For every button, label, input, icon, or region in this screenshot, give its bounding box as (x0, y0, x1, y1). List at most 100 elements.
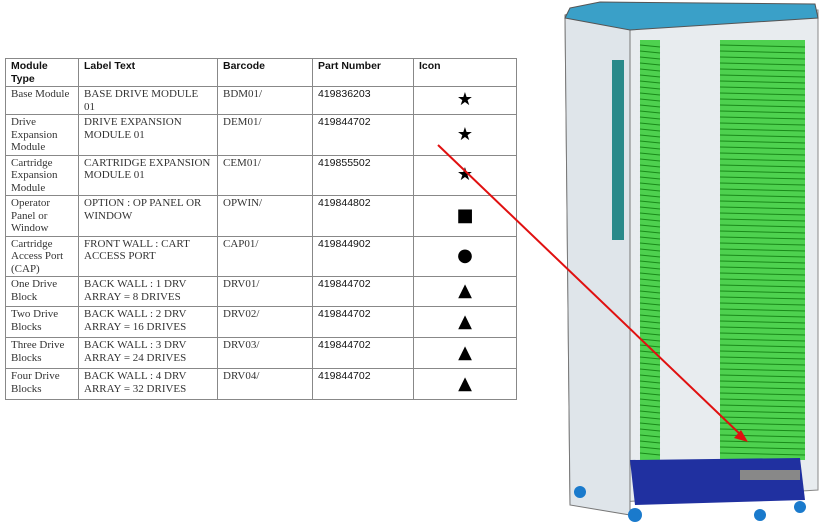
part-number-cell: 419844702 (312, 306, 414, 338)
drive-slot (639, 134, 661, 138)
drive-slot (719, 242, 806, 246)
drive-slot (639, 278, 661, 282)
label-text-cell: BACK WALL : 4 DRV ARRAY = 32 DRIVES (78, 368, 218, 400)
drive-slot (639, 428, 661, 432)
drive-slot (639, 320, 661, 324)
header-module-type: Module Type (5, 58, 79, 87)
header-label-text: Label Text (78, 58, 218, 87)
drive-slot (639, 356, 661, 360)
drive-slot (719, 56, 806, 60)
drive-slot (639, 146, 661, 150)
drive-slot (719, 380, 806, 384)
label-text-cell: DRIVE EXPANSION MODULE 01 (78, 114, 218, 156)
drive-slot (719, 422, 806, 426)
drive-slot (639, 224, 661, 228)
drive-slot (639, 56, 661, 60)
drive-slot (719, 116, 806, 120)
drive-slot (719, 260, 806, 264)
drive-slot (719, 290, 806, 294)
drive-slot (719, 218, 806, 222)
drive-slot (639, 98, 661, 102)
drive-slot (719, 278, 806, 282)
header-part-number: Part Number (312, 58, 414, 87)
module-type-cell: Drive Expansion Module (5, 114, 79, 156)
drive-slot (639, 74, 661, 78)
drive-slot (719, 410, 806, 414)
table-header-row: Module Type Label Text Barcode Part Numb… (5, 58, 517, 87)
drive-slot (719, 434, 806, 438)
module-type-cell: Three Drive Blocks (5, 337, 79, 369)
drive-slot (719, 440, 806, 444)
star-icon: ★ (413, 86, 517, 115)
drive-slot (719, 350, 806, 354)
drive-slot (719, 92, 806, 96)
drive-slot (639, 200, 661, 204)
drive-slot (719, 164, 806, 168)
square-icon: ■ (413, 195, 517, 237)
part-number-cell: 419844702 (312, 368, 414, 400)
drive-slot (639, 302, 661, 306)
part-number-cell: 419844702 (312, 114, 414, 156)
drive-slot (639, 308, 661, 312)
drive-slot (719, 176, 806, 180)
drive-slot (719, 170, 806, 174)
drive-slot (719, 158, 806, 162)
drive-slot (639, 170, 661, 174)
drive-slot (639, 440, 661, 444)
drive-slot (719, 110, 806, 114)
module-table: Module Type Label Text Barcode Part Numb… (5, 58, 517, 400)
drive-slot (719, 50, 806, 54)
drive-slot (639, 254, 661, 258)
pointer-arrow-line (437, 144, 743, 437)
barcode-cell: OPWIN/ (217, 195, 313, 237)
drive-slot (639, 92, 661, 96)
drive-slot (719, 200, 806, 204)
drive-slot (639, 404, 661, 408)
drive-slot (639, 434, 661, 438)
drive-slot (719, 248, 806, 252)
label-text-cell: BACK WALL : 3 DRV ARRAY = 24 DRIVES (78, 337, 218, 369)
drive-slot (639, 206, 661, 210)
drive-slot (719, 236, 806, 240)
drive-slot (719, 104, 806, 108)
table-row: Cartridge Access Port (CAP)FRONT WALL : … (5, 235, 517, 277)
drive-slot (719, 398, 806, 402)
drive-slot (639, 44, 661, 48)
drive-slot (639, 266, 661, 270)
drive-slot (639, 80, 661, 84)
drive-slot (639, 314, 661, 318)
drive-slot (639, 410, 661, 414)
drive-slot (719, 62, 806, 66)
triangle-icon: ▲ (413, 368, 517, 400)
drive-slot (719, 74, 806, 78)
drive-slot (639, 386, 661, 390)
drive-slot (639, 182, 661, 186)
barcode-cell: DRV01/ (217, 276, 313, 307)
module-type-cell: Cartridge Access Port (CAP) (5, 235, 79, 277)
module-type-cell: Four Drive Blocks (5, 368, 79, 400)
drive-slot (639, 284, 661, 288)
module-type-cell: Cartridge Expansion Module (5, 154, 79, 196)
drive-slot (639, 326, 661, 330)
drive-slot (719, 230, 806, 234)
drive-slot (719, 188, 806, 192)
drive-slot (719, 284, 806, 288)
drive-slot (719, 134, 806, 138)
barcode-cell: BDM01/ (217, 86, 313, 115)
drive-slot (719, 338, 806, 342)
drive-slot (639, 332, 661, 336)
drive-slot (639, 422, 661, 426)
drive-slot (719, 128, 806, 132)
drive-slot (719, 98, 806, 102)
drive-slot (639, 338, 661, 342)
drive-slot (639, 218, 661, 222)
drive-slot (639, 272, 661, 276)
drive-slot (719, 446, 806, 450)
drive-slot (719, 86, 806, 90)
drive-slot (719, 416, 806, 420)
drive-slot (719, 272, 806, 276)
drive-slot (639, 116, 661, 120)
